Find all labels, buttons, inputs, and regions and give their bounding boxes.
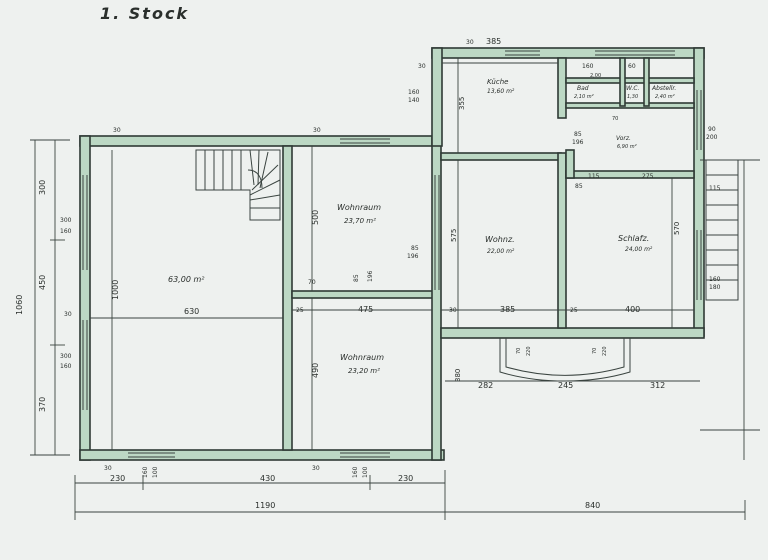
dim-wall-30-h: 30: [312, 465, 320, 472]
room-labels: 63,00 m² Wohnraum 23,70 m² Wohnraum 23,2…: [168, 78, 676, 375]
dim-schl-90: 90: [708, 126, 716, 133]
room-abstell-name: Abstellr.: [651, 85, 676, 92]
dim-bay-282: 282: [478, 381, 493, 390]
dim-bot-430: 430: [260, 474, 275, 483]
room-abstell-area: 2,40 m²: [655, 94, 675, 100]
dim-k-140: 140: [408, 97, 420, 104]
dim-ent-115: 115: [709, 185, 721, 192]
dim-left-450: 450: [38, 275, 47, 290]
room-bad-name: Bad: [577, 85, 589, 92]
dim-bot-230a: 230: [110, 474, 125, 483]
dim-wall-30-c: 30: [313, 127, 321, 134]
dim-k-385: 385: [486, 37, 501, 46]
dim-big-height: 1000: [111, 280, 120, 300]
dim-vorz-115: 115: [588, 173, 600, 180]
dim-wr-475: 475: [358, 305, 373, 314]
dim-wohnz-25: 25: [570, 307, 578, 314]
staircase: [195, 149, 281, 221]
dim-wohnz-575: 575: [450, 229, 458, 242]
dim-schl-570: 570: [673, 222, 681, 235]
dim-wr-196b: 196: [367, 270, 374, 282]
dim-wr-85b: 85: [353, 274, 360, 282]
dim-wr-196: 196: [407, 253, 419, 260]
walls-right-block: [431, 47, 705, 339]
dim-schl-400: 400: [625, 305, 640, 314]
room-kueche-area: 13,60 m²: [487, 88, 515, 95]
dim-bay-245: 245: [558, 381, 573, 390]
dim-bot-230b: 230: [398, 474, 413, 483]
dim-k-355: 355: [458, 97, 466, 110]
dim-wohnz-85: 85: [575, 183, 583, 190]
dim-wall-30-g: 30: [104, 465, 112, 472]
dim-k-160: 160: [408, 89, 420, 96]
dim-bot-1190: 1190: [255, 501, 275, 510]
room-bad-area: 2,10 m²: [574, 94, 594, 100]
dim-ent-180: 180: [709, 284, 721, 291]
dim-bad-160: 160: [582, 63, 594, 70]
dim-bot-160b: 160: [352, 466, 359, 478]
dim-bay-220a: 220: [526, 346, 532, 356]
room-wc-area: 1,30: [627, 94, 638, 100]
dim-left-300: 300: [38, 180, 47, 195]
room-vorz-name: Vorz.: [616, 135, 631, 142]
dimension-labels: 1060 300 450 370 1000 630 300 160 300 16…: [15, 37, 721, 510]
room-wc-name: W.C.: [626, 85, 640, 92]
dim-total-height: 1060: [15, 295, 24, 315]
dim-wr-490: 490: [311, 363, 320, 378]
dim-win-160-a: 160: [60, 228, 72, 235]
dim-b-200: 2,00: [590, 73, 601, 79]
dim-bay-220b: 220: [602, 346, 608, 356]
room-wohnraum-upper-name: Wohnraum: [337, 203, 381, 212]
dim-win-300-a: 300: [60, 217, 72, 224]
plan-title: 1. Stock: [100, 4, 189, 23]
room-vorz-area: 6,90 m²: [617, 144, 637, 150]
room-large-area: 63,00 m²: [168, 275, 205, 284]
room-wohnz-name: Wohnz.: [485, 235, 515, 244]
dim-bay-312: 312: [650, 381, 665, 390]
dim-big-width: 630: [184, 307, 199, 316]
room-wohnraum-lower-area: 23,20 m²: [348, 367, 380, 375]
bay-window: [499, 338, 631, 382]
dim-h-380: 380: [454, 369, 462, 382]
dim-win-160-b: 160: [60, 363, 72, 370]
dim-wr-70: 70: [308, 279, 316, 286]
dim-bot-840: 840: [585, 501, 600, 510]
dim-bot-100a: 100: [152, 466, 159, 478]
dim-bad-60: 60: [628, 63, 636, 70]
dim-b-70: 70: [612, 116, 618, 122]
dim-wall-30-b: 30: [64, 311, 72, 318]
room-wohnz-area: 22,00 m²: [487, 248, 515, 255]
dim-schl-200: 200: [706, 134, 718, 141]
dim-bay-70b: 70: [592, 348, 598, 354]
dim-vorz-275: 275: [642, 173, 654, 180]
dim-wr-25: 25: [296, 307, 304, 314]
dim-bay-70a: 70: [516, 348, 522, 354]
dim-wall-30-f: 30: [449, 307, 457, 314]
room-kueche-name: Küche: [487, 78, 508, 86]
dim-left-370: 370: [38, 397, 47, 412]
room-schlafz-area: 24,00 m²: [625, 246, 653, 253]
dim-win-300-b: 300: [60, 353, 72, 360]
dim-wall-30-e: 30: [418, 63, 426, 70]
dim-wohnz-385: 385: [500, 305, 515, 314]
windows: [82, 50, 702, 458]
dim-wall-30-d: 30: [466, 39, 474, 46]
dim-ent-160: 160: [709, 276, 721, 283]
room-schlafz-name: Schlafz.: [618, 234, 649, 243]
dimension-lines: [30, 58, 760, 520]
dim-vorz-85: 85: [574, 131, 582, 138]
dim-wr-85: 85: [411, 245, 419, 252]
room-wohnraum-upper-area: 23,70 m²: [344, 217, 376, 225]
dim-bot-100b: 100: [362, 466, 369, 478]
dim-vorz-196: 196: [572, 139, 584, 146]
dim-wr-500: 500: [311, 210, 320, 225]
dim-wall-30-a: 30: [113, 127, 121, 134]
room-wohnraum-lower-name: Wohnraum: [340, 353, 384, 362]
dim-bot-160a: 160: [142, 466, 149, 478]
walls-left-block: [79, 135, 445, 461]
